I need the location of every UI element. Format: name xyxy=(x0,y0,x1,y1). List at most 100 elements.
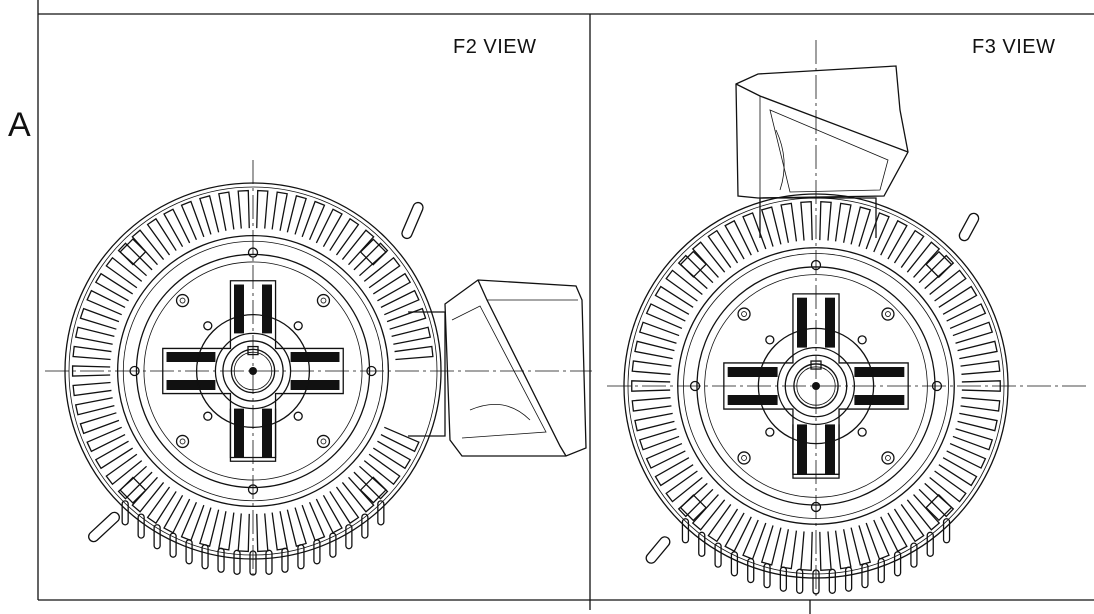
rib-dark xyxy=(262,284,272,334)
bolt-hole xyxy=(316,293,331,308)
bearing-bolt xyxy=(203,321,213,331)
terminal-box-icon xyxy=(408,279,587,457)
lifting-eye-icon xyxy=(645,212,980,564)
bolt-hole-center xyxy=(885,311,891,317)
cooling-fin xyxy=(918,482,955,518)
bolt-hole-center xyxy=(179,297,186,304)
cooling-fin xyxy=(329,217,360,256)
lifting-eye xyxy=(958,212,980,242)
cooling-fin xyxy=(800,201,813,241)
cooling-fin xyxy=(74,397,115,416)
cooling-fin xyxy=(286,195,307,235)
drawing-frame xyxy=(37,0,1094,614)
bottom-fin xyxy=(698,531,706,557)
bolt-hole-center xyxy=(741,311,747,317)
rib-dark xyxy=(727,395,778,405)
cooling-fin xyxy=(72,381,112,397)
rib-dark xyxy=(854,395,905,405)
lifting-eye xyxy=(645,536,671,564)
cooling-fin xyxy=(634,412,675,432)
cooling-fin xyxy=(315,208,343,248)
motor-end-view-f2 xyxy=(45,160,592,576)
rib-dark xyxy=(234,284,244,334)
motor-end-view-f3 xyxy=(607,40,1090,600)
cooling-fin xyxy=(724,512,752,553)
cooling-fin xyxy=(256,513,269,553)
cooling-fin xyxy=(654,285,694,315)
bottom-fin xyxy=(763,563,771,589)
bearing-bolt xyxy=(765,427,775,437)
cooling-fin xyxy=(237,189,250,229)
bolt-hole-center xyxy=(741,455,747,461)
cooling-fin xyxy=(79,412,120,435)
bottom-fin xyxy=(265,549,273,575)
terminal-box-inner xyxy=(451,305,547,439)
cooling-fin xyxy=(199,195,220,235)
bottom-fin xyxy=(313,539,321,565)
cooling-fin xyxy=(957,412,998,432)
bottom-fin xyxy=(828,568,836,594)
cooling-fin xyxy=(906,494,941,531)
cooling-fin xyxy=(946,303,987,330)
cooling-fin xyxy=(780,202,798,243)
bottom-fin xyxy=(153,524,161,550)
bearing-bolt xyxy=(293,411,303,421)
cooling-fin xyxy=(850,525,872,566)
cooling-fin xyxy=(893,229,925,268)
bottom-fin xyxy=(329,532,337,558)
cooling-fin xyxy=(301,501,326,542)
cooling-fin xyxy=(742,212,767,253)
cooling-fin xyxy=(380,426,420,453)
bottom-fin xyxy=(926,531,934,557)
terminal-box-icon xyxy=(735,65,909,238)
cooling-fin xyxy=(315,494,343,534)
cooling-fin xyxy=(363,453,401,486)
mounting-lug xyxy=(359,238,387,266)
cooling-fin xyxy=(146,486,177,525)
cooling-fin xyxy=(957,340,998,360)
cooling-fin xyxy=(960,360,1001,375)
bottom-fin xyxy=(121,500,129,526)
cooling-fin xyxy=(286,507,307,547)
bottom-fin xyxy=(681,518,690,544)
bottom-fin xyxy=(861,563,869,589)
bottom-fin xyxy=(844,566,853,592)
end-shield-cross xyxy=(162,280,344,462)
cooling-fin xyxy=(819,531,832,571)
cooling-fin xyxy=(938,285,978,315)
cooling-fin xyxy=(707,229,739,268)
bolt-hole xyxy=(737,451,751,465)
cooling-fin xyxy=(638,321,680,344)
terminal-box-inner xyxy=(769,109,889,193)
cooling-fin xyxy=(865,519,890,560)
cooling-fin xyxy=(880,219,908,260)
view-label-f3: F3 VIEW xyxy=(972,36,1056,58)
cooling-fin xyxy=(707,504,739,543)
bolt-hole-center xyxy=(179,438,186,445)
bottom-fin xyxy=(297,544,305,570)
cooling-fin xyxy=(71,365,111,377)
rib-dark xyxy=(825,424,835,475)
cooling-fin xyxy=(645,303,686,330)
cooling-fin xyxy=(199,507,220,547)
cooling-fin xyxy=(946,442,987,469)
bearing-bolt xyxy=(203,411,213,421)
cooling-fin xyxy=(631,397,672,412)
bottom-fin xyxy=(281,547,289,573)
rib-dark xyxy=(262,408,272,458)
rib-dark xyxy=(290,352,340,362)
terminal-box-lid-edge xyxy=(477,279,567,457)
cooling-fin xyxy=(256,189,269,229)
cooling-fin xyxy=(353,465,389,500)
cooling-fin xyxy=(780,529,798,570)
cooling-fin xyxy=(952,321,994,344)
bottom-fin xyxy=(361,513,369,539)
cooling-fin xyxy=(834,202,852,243)
bottom-fin xyxy=(747,557,755,584)
terminal-box-gland xyxy=(775,129,785,191)
mounting-lug xyxy=(119,476,147,504)
cooling-fin xyxy=(893,504,925,543)
lifting-eye-icon xyxy=(88,201,424,543)
lifting-eye xyxy=(88,511,120,543)
